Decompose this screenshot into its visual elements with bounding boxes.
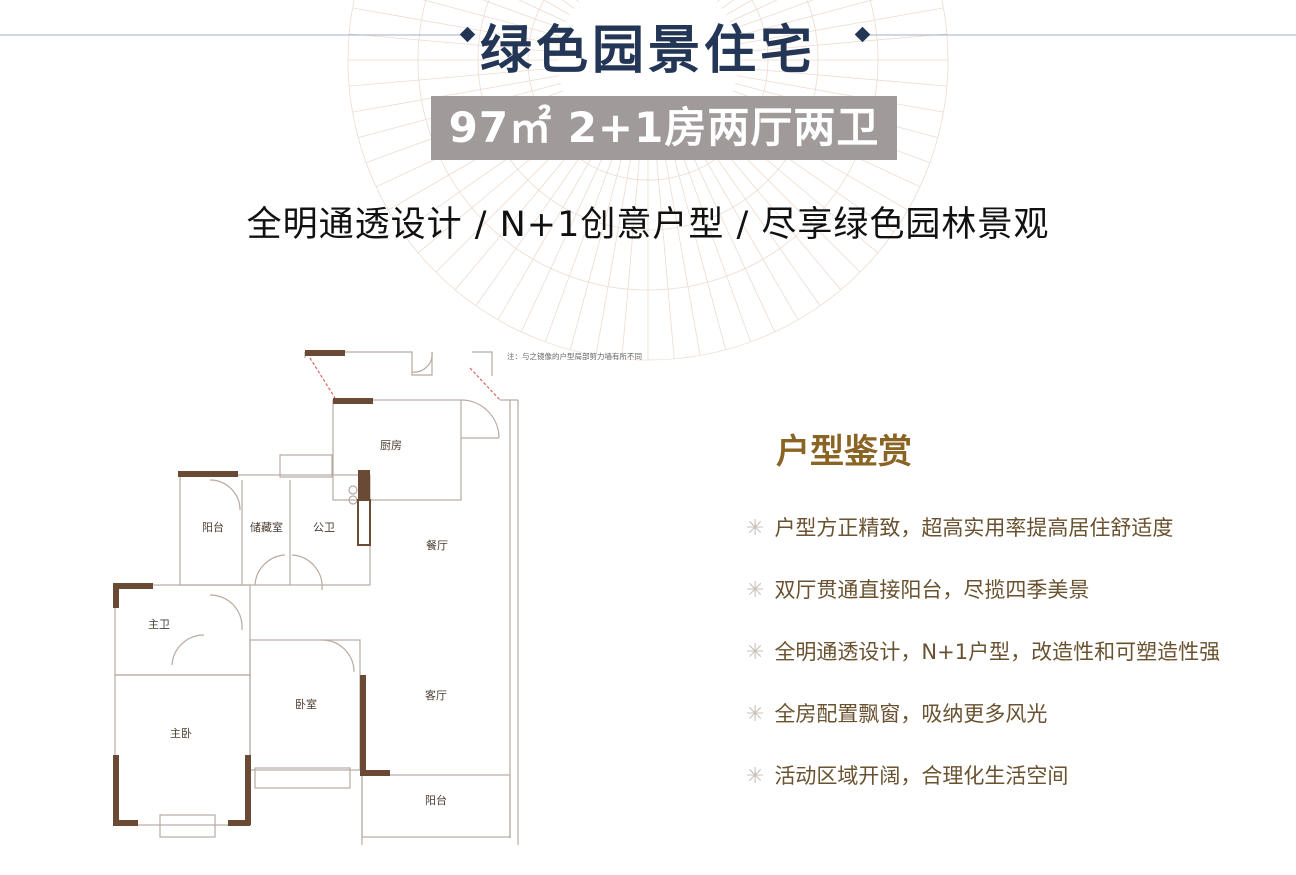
room-label-dining: 餐厅	[426, 538, 448, 552]
floorplan-note: 注：与之镜像的户型局部剪力墙有所不同	[507, 351, 642, 361]
feature-item: ✳活动区域开阔，合理化生活空间	[746, 764, 1069, 789]
feature-item: ✳双厅贯通直接阳台，尽揽四季美景	[746, 578, 1090, 603]
room-label-living-room: 客厅	[425, 688, 447, 702]
room-label-balcony-small: 阳台	[202, 520, 224, 534]
tagline: 全明通透设计 / N+1创意户型 / 尽享绿色园林景观	[246, 205, 1050, 245]
room-label-storage: 储藏室	[250, 520, 283, 534]
room-label-kitchen: 厨房	[380, 439, 402, 452]
snowflake-bullet-icon: ✳	[746, 702, 765, 727]
room-label-bedroom: 卧室	[295, 697, 317, 711]
snowflake-bullet-icon: ✳	[746, 516, 765, 541]
unit-type-banner: 97㎡ 2+1房两厅两卫	[431, 96, 897, 160]
features-title: 户型鉴赏	[776, 432, 912, 472]
snowflake-bullet-icon: ✳	[746, 640, 765, 665]
snowflake-bullet-icon: ✳	[746, 764, 765, 789]
room-label-public-bath: 公卫	[313, 521, 335, 534]
snowflake-bullet-icon: ✳	[746, 578, 765, 603]
feature-item: ✳户型方正精致，超高实用率提高居住舒适度	[746, 516, 1174, 541]
feature-item: ✳全明通透设计，N+1户型，改造性和可塑造性强	[746, 640, 1221, 665]
room-label-master-bath: 主卫	[148, 618, 170, 631]
feature-item: ✳全房配置飘窗，吸纳更多风光	[746, 702, 1048, 727]
room-label-master-bedroom: 主卧	[170, 727, 192, 740]
page-title: 绿色园景住宅	[479, 20, 816, 81]
room-label-balcony-living: 阳台	[425, 793, 447, 807]
floor-plan: 注：与之镜像的户型局部剪力墙有所不同 厨房 餐厅 阳台 储藏室 公卫 主卫 主卧…	[113, 350, 642, 845]
